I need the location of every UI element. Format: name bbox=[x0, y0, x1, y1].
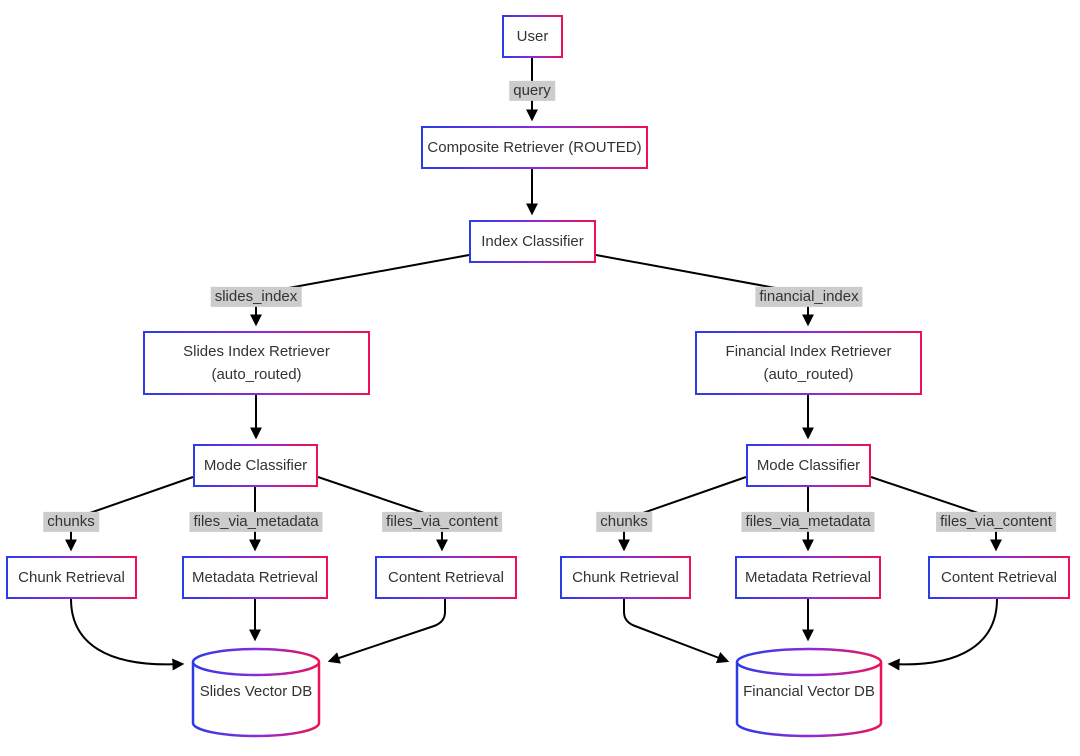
node-content-retrieval-left-label: Content Retrieval bbox=[388, 568, 504, 586]
edge-label-files-via-content-right: files_via_content bbox=[936, 511, 1056, 533]
edge-label-chunks-left: chunks bbox=[43, 511, 99, 533]
node-slides-vector-db-label: Slides Vector DB bbox=[199, 683, 313, 700]
node-slides-index-retriever: Slides Index Retriever (auto_routed) bbox=[143, 331, 370, 395]
node-composite-retriever-label: Composite Retriever (ROUTED) bbox=[427, 138, 642, 156]
edge-content-right-financialdb bbox=[887, 598, 998, 671]
node-slides-vector-db: Slides Vector DB bbox=[191, 647, 321, 739]
node-financial-index-retriever-sublabel: (auto_routed) bbox=[763, 366, 854, 383]
node-metadata-retrieval-right: Metadata Retrieval bbox=[735, 556, 881, 599]
node-chunk-retrieval-right: Chunk Retrieval bbox=[560, 556, 691, 599]
node-slides-index-retriever-label: Slides Index Retriever bbox=[183, 342, 330, 360]
edge-label-files-via-content-left: files_via_content bbox=[382, 511, 502, 533]
node-slides-index-retriever-sublabel: (auto_routed) bbox=[211, 366, 302, 383]
node-mode-classifier-right-label: Mode Classifier bbox=[756, 456, 861, 474]
node-content-retrieval-right-label: Content Retrieval bbox=[941, 568, 1057, 586]
node-metadata-retrieval-left-label: Metadata Retrieval bbox=[192, 568, 318, 586]
edge-label-chunks-right: chunks bbox=[596, 511, 652, 533]
node-financial-vector-db: Financial Vector DB bbox=[735, 647, 883, 739]
node-composite-retriever: Composite Retriever (ROUTED) bbox=[421, 126, 648, 169]
node-mode-classifier-left: Mode Classifier bbox=[193, 444, 318, 487]
node-metadata-retrieval-left: Metadata Retrieval bbox=[182, 556, 328, 599]
node-financial-vector-db-label: Financial Vector DB bbox=[743, 683, 875, 700]
edge-chunk-right-financialdb bbox=[623, 599, 730, 664]
edge-label-query: query bbox=[509, 80, 555, 102]
node-chunk-retrieval-right-label: Chunk Retrieval bbox=[572, 568, 679, 586]
node-index-classifier: Index Classifier bbox=[469, 220, 596, 263]
edge-content-left-slidesdb bbox=[327, 599, 446, 664]
node-chunk-retrieval-left: Chunk Retrieval bbox=[6, 556, 137, 599]
node-mode-classifier-left-label: Mode Classifier bbox=[203, 456, 308, 474]
node-user-label: User bbox=[516, 27, 549, 45]
node-index-classifier-label: Index Classifier bbox=[481, 232, 584, 250]
edge-label-files-via-metadata-left: files_via_metadata bbox=[189, 511, 323, 533]
node-content-retrieval-left: Content Retrieval bbox=[375, 556, 517, 599]
database-cylinder-icon bbox=[735, 647, 883, 738]
node-financial-index-retriever: Financial Index Retriever (auto_routed) bbox=[695, 331, 922, 395]
edge-chunk-left-slidesdb bbox=[70, 598, 185, 671]
node-metadata-retrieval-right-label: Metadata Retrieval bbox=[745, 568, 871, 586]
node-mode-classifier-right: Mode Classifier bbox=[746, 444, 871, 487]
node-content-retrieval-right: Content Retrieval bbox=[928, 556, 1070, 599]
node-user: User bbox=[502, 15, 563, 58]
edge-label-files-via-metadata-right: files_via_metadata bbox=[741, 511, 875, 533]
node-financial-index-retriever-label: Financial Index Retriever bbox=[725, 342, 892, 360]
node-chunk-retrieval-left-label: Chunk Retrieval bbox=[18, 568, 125, 586]
database-cylinder-icon bbox=[191, 647, 321, 738]
edge-label-financial-index: financial_index bbox=[755, 286, 863, 308]
edge-label-slides-index: slides_index bbox=[210, 286, 302, 308]
